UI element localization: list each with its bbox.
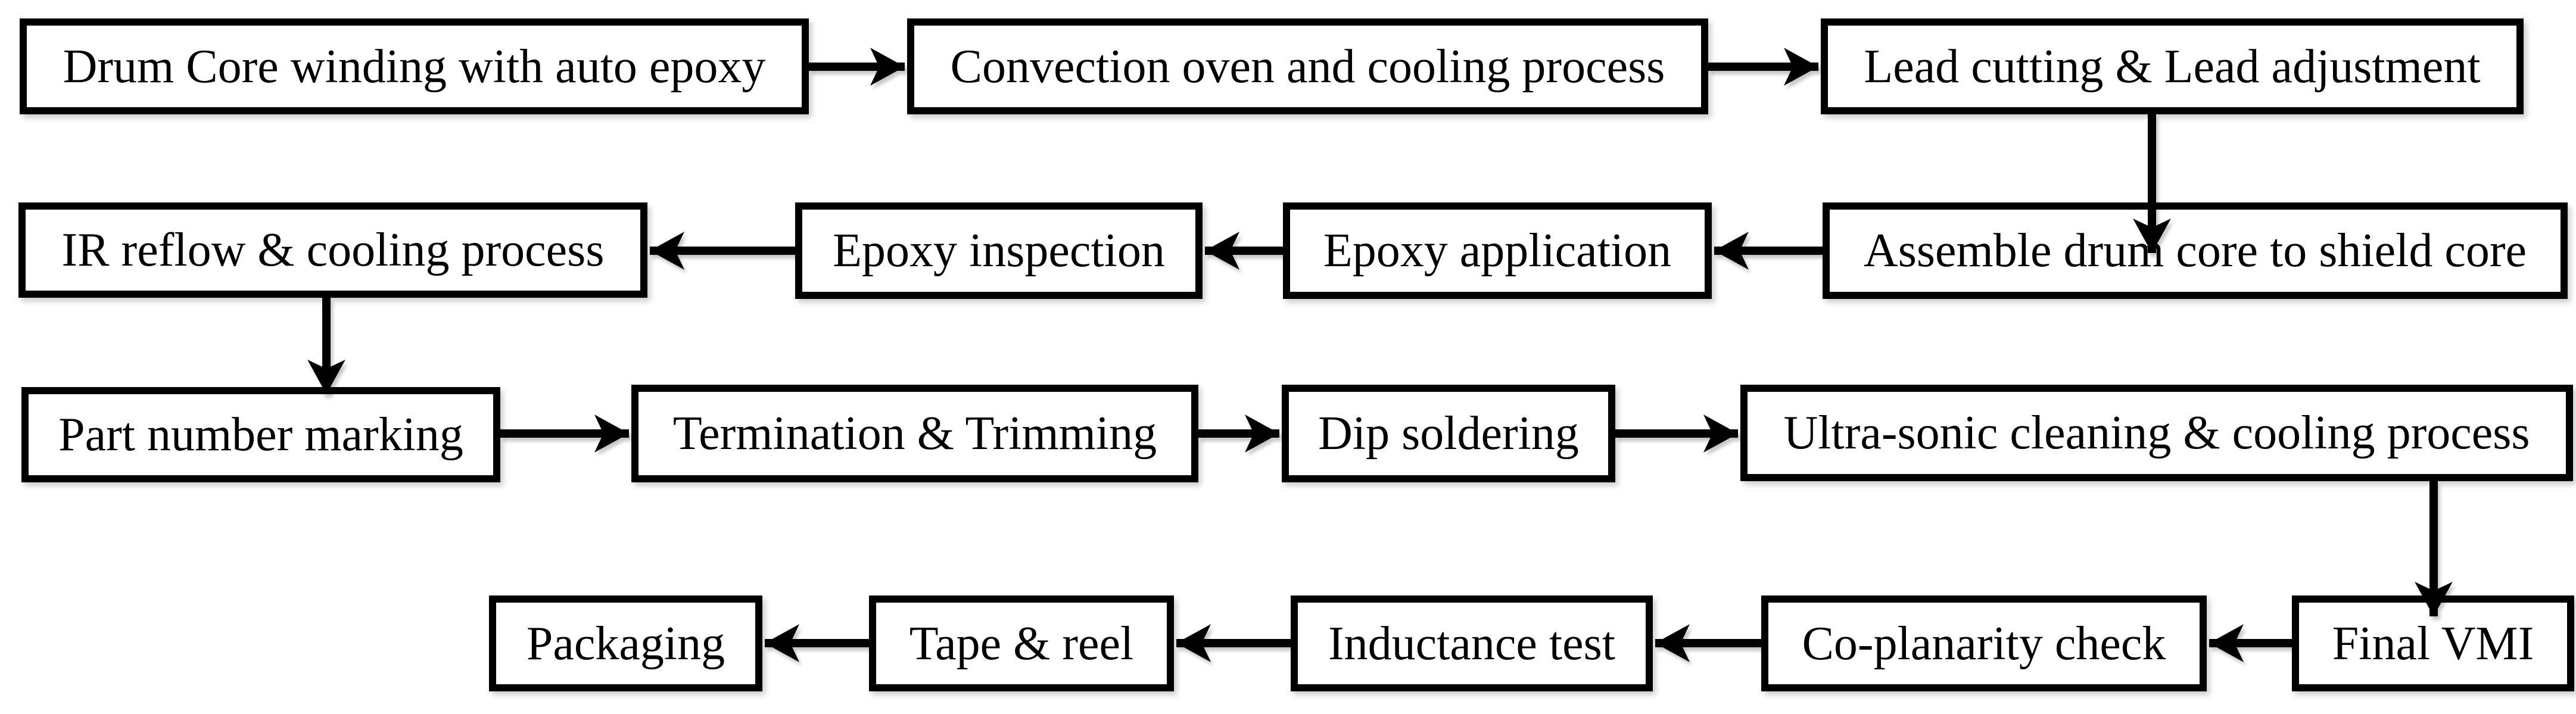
node-inductance-test: Inductance test	[1291, 595, 1653, 691]
node-assemble-drum-core: Assemble drum core to shield core	[1823, 202, 2568, 299]
node-convection-oven: Convection oven and cooling process	[907, 18, 1708, 114]
node-dip-soldering: Dip soldering	[1282, 385, 1615, 482]
node-termination-trimming: Termination & Trimming	[631, 385, 1198, 482]
node-coplanarity-check: Co-planarity check	[1761, 595, 2207, 691]
node-ultrasonic-cleaning: Ultra-sonic cleaning & cooling process	[1740, 385, 2573, 481]
node-tape-reel: Tape & reel	[869, 595, 1174, 691]
node-packaging: Packaging	[489, 595, 762, 691]
node-drum-core-winding: Drum Core winding with auto epoxy	[20, 18, 809, 114]
node-ir-reflow: IR reflow & cooling process	[18, 202, 647, 298]
node-lead-cutting: Lead cutting & Lead adjustment	[1821, 18, 2524, 114]
node-final-vmi: Final VMI	[2292, 595, 2574, 691]
node-epoxy-application: Epoxy application	[1283, 202, 1712, 299]
node-part-number-marking: Part number marking	[21, 387, 500, 482]
node-epoxy-inspection: Epoxy inspection	[795, 202, 1203, 299]
